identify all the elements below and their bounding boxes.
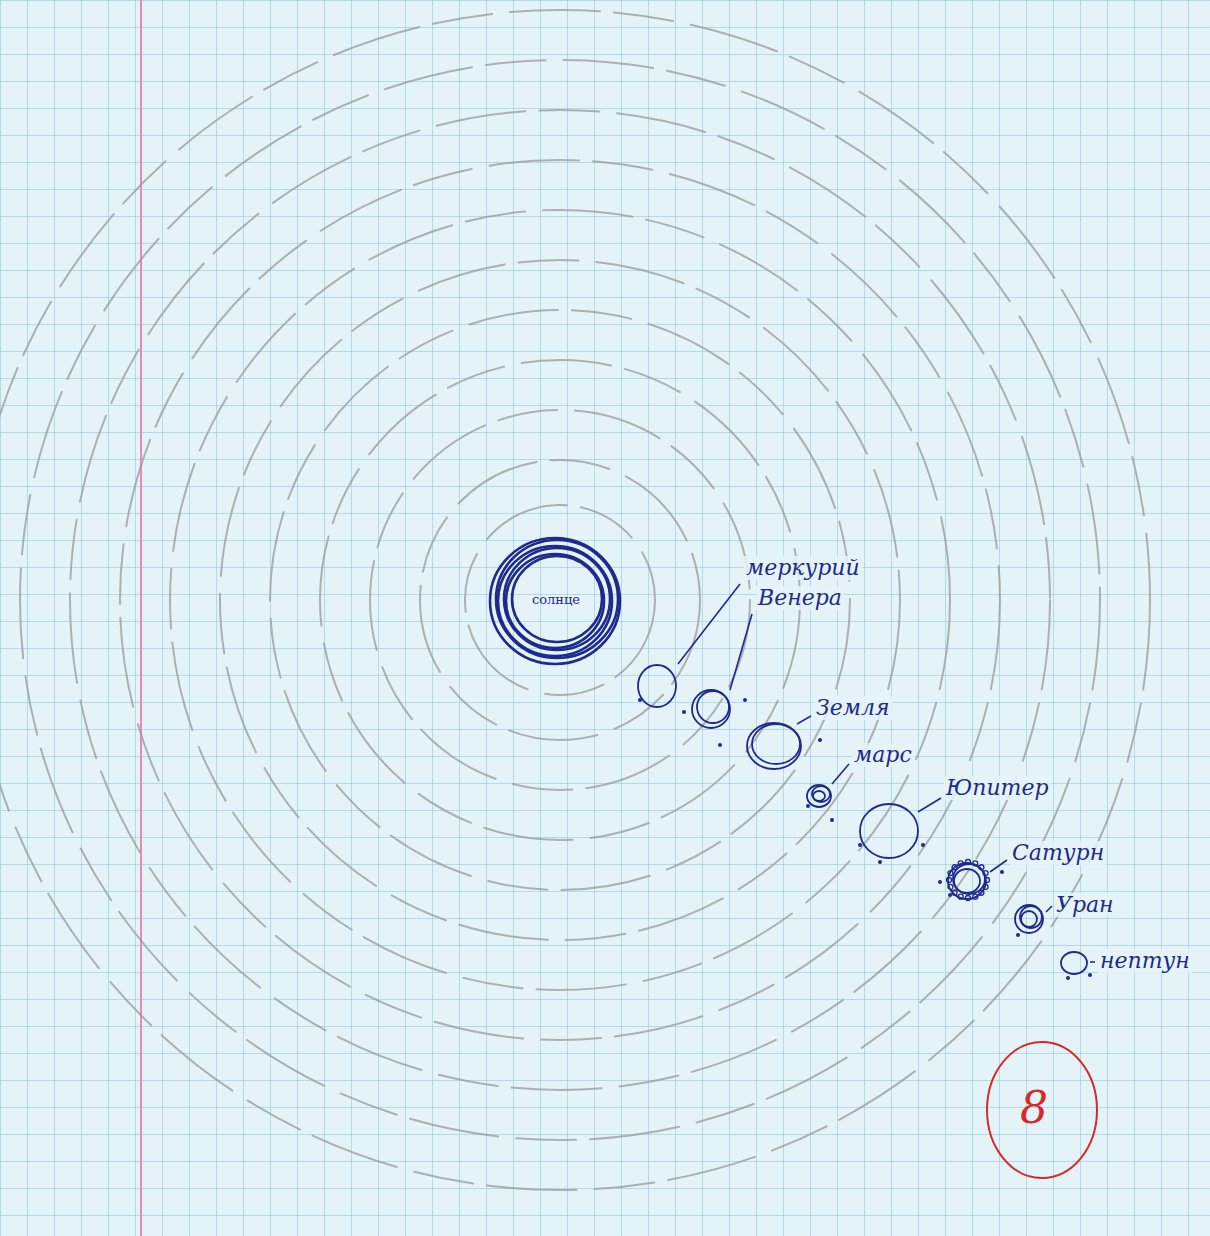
planet-name: нептун <box>1098 949 1192 973</box>
circle-outline <box>1015 903 1045 933</box>
circle-outline <box>948 861 988 899</box>
circle-outline <box>692 688 732 728</box>
planet-circle: Юпитер <box>860 802 920 858</box>
planet-name: Земля <box>814 696 892 720</box>
sun-circle: солнце <box>490 536 622 664</box>
planet-name: марс <box>852 743 914 767</box>
planet-circle: Земля <box>747 721 803 769</box>
planet-circle: Венера <box>692 688 732 728</box>
planet-circle: Сатурн <box>948 861 988 899</box>
planet-circle: нептун <box>1061 950 1089 974</box>
planet-circle: меркурий <box>638 663 678 707</box>
planet-name: Уран <box>1054 893 1116 917</box>
planet-circle: марс <box>807 783 833 807</box>
circle-outline <box>807 783 833 807</box>
planet-circle: Уран <box>1015 903 1045 933</box>
circle-outline <box>860 802 920 858</box>
sun-name: солнце <box>530 593 582 607</box>
planet-name: Сатурн <box>1010 841 1106 865</box>
planet-name: Венера <box>756 586 844 610</box>
circle-outline <box>638 663 678 707</box>
planet-name: Юпитер <box>944 776 1051 800</box>
circle-outline <box>1061 950 1089 974</box>
grade-mark: 8 <box>1020 1082 1048 1133</box>
circle-outline <box>747 721 803 769</box>
planet-name: меркурий <box>744 556 862 580</box>
